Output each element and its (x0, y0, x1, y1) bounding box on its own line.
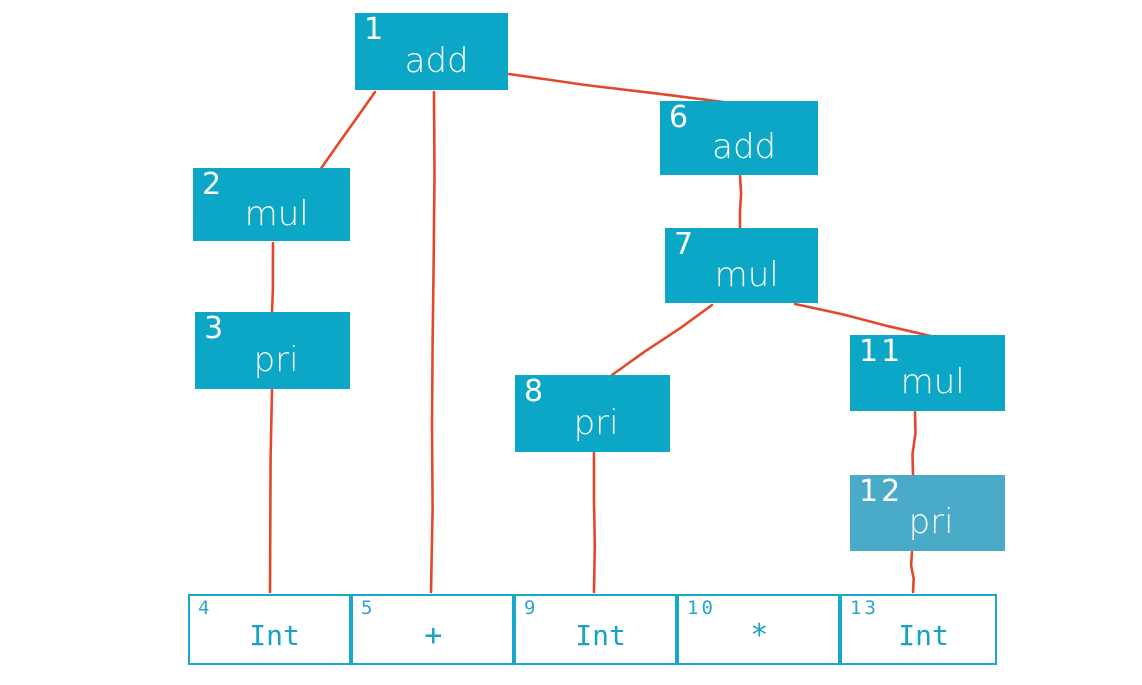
edge-1-to-2 (318, 90, 377, 172)
node-id-11: 11 (859, 334, 904, 369)
tree-node-2[interactable]: 2 mul (193, 168, 350, 241)
node-label-2: mul (244, 193, 309, 234)
node-id-5: 5 (361, 597, 376, 619)
edge-11-to-12 (911, 410, 917, 477)
node-id-3: 3 (204, 311, 227, 346)
node-id-2: 2 (202, 167, 225, 202)
node-label-7: mul (714, 254, 779, 295)
edge-2-to-3 (270, 241, 275, 314)
node-label-12: pri (908, 501, 954, 542)
edge-1-to-5 (429, 90, 436, 594)
node-id-12: 12 (859, 474, 904, 509)
node-label-1: add (404, 40, 469, 81)
node-label-5: + (424, 617, 443, 653)
leaf-node-5[interactable]: 5+ (351, 594, 514, 665)
node-label-3: pri (253, 339, 299, 380)
node-id-4: 4 (198, 597, 213, 619)
edge-1-to-6 (507, 72, 741, 106)
tree-node-1[interactable]: 1 add (355, 13, 508, 90)
edge-12-to-13 (909, 550, 915, 594)
node-id-8: 8 (524, 374, 547, 409)
node-id-10: 10 (687, 597, 716, 619)
node-id-1: 1 (364, 12, 387, 47)
leaf-node-10[interactable]: 10 * (677, 594, 840, 665)
node-id-13: 13 (850, 597, 879, 619)
node-label-10: * (750, 617, 769, 653)
node-id-7: 7 (674, 227, 697, 262)
tree-node-8[interactable]: 8 pri (515, 375, 670, 452)
edge-6-to-7 (738, 174, 743, 230)
edge-8-to-9 (592, 451, 597, 594)
edge-7-to-11 (793, 302, 937, 339)
node-label-13: Int (898, 618, 949, 652)
node-label-9: Int (575, 618, 626, 652)
node-label-4: Int (249, 618, 300, 652)
edge-7-to-8 (610, 303, 714, 377)
node-id-6: 6 (669, 100, 692, 135)
tree-node-3[interactable]: 3 pri (195, 312, 350, 389)
node-label-8: pri (573, 402, 619, 443)
edge-3-to-4 (268, 388, 274, 594)
tree-node-7[interactable]: 7 mul (665, 228, 818, 303)
tree-node-6[interactable]: 6 add (660, 101, 818, 175)
node-id-9: 9 (524, 597, 539, 619)
node-label-11: mul (900, 361, 965, 402)
node-label-6: add (712, 126, 777, 167)
